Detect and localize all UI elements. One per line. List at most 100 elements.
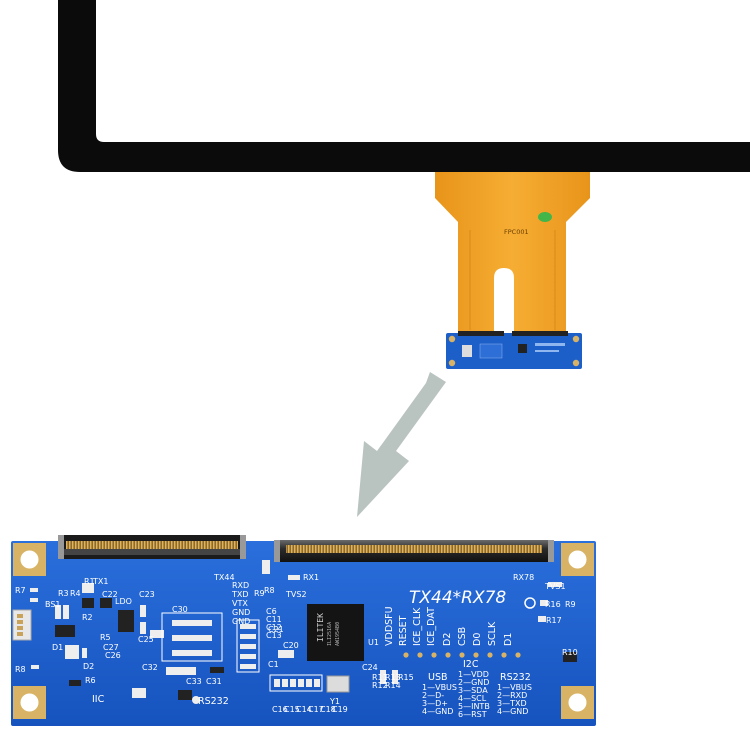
pin-label-vddsfu: VDDSFU (384, 606, 395, 646)
ref-label: C22 (102, 590, 118, 599)
rs232-pin: 2—RXD (497, 691, 527, 700)
mounting-hole (13, 543, 46, 576)
ref-label: R16 (545, 600, 561, 609)
ref-label: R1 (84, 577, 95, 586)
mounting-hole (13, 686, 46, 719)
i2c-pin: 6—RST (458, 710, 487, 719)
ref-label: C33 (186, 677, 202, 686)
ref-label: C11 (266, 615, 282, 624)
ref-label: C32 (142, 663, 158, 672)
pin-label-reset: RESET (398, 615, 409, 646)
ref-label: C19 (332, 705, 348, 714)
controller-ic: ILITEK ILI2516A AW1954B0 (307, 604, 364, 661)
i2c-pin: 1—VDD (458, 670, 489, 679)
usb-pin: 4—GND (422, 707, 453, 716)
ref-label: R6 (85, 676, 96, 685)
i2c-pin: 4—SCL (458, 694, 487, 703)
usb-pin: 3—D+ (422, 699, 448, 708)
ref-label: C1 (268, 660, 279, 669)
mounting-hole (561, 686, 594, 719)
ref-label: BS1 (45, 600, 61, 609)
small-controller-board (446, 331, 582, 369)
rx-fpc-connector (274, 540, 554, 562)
pin-label-ice-clk: ICE_CLK (412, 607, 423, 646)
ref-label: R5 (100, 633, 111, 642)
rs232-pin: 4—GND (497, 707, 528, 716)
ref-label: TXD (231, 590, 249, 599)
smd-components (30, 560, 577, 704)
crystal-y1 (326, 675, 350, 693)
ref-label: C16 (272, 705, 288, 714)
fpc-label: FPC001 (504, 228, 529, 236)
ref-label: RXD (232, 581, 249, 590)
tvs1-label: TVS1 (544, 582, 566, 591)
pin-label-d2: D2 (442, 633, 453, 646)
controller-pcb: ILITEK ILI2516A AW1954B0 (11, 535, 596, 726)
usb-pin: 1—VBUS (422, 683, 457, 692)
ic-code-2: AW1954B0 (335, 622, 341, 646)
rx-connector-end: RX78 (513, 573, 534, 582)
ref-label: C31 (206, 677, 222, 686)
ref-label: R4 (70, 589, 81, 598)
left-4pin-connector (12, 609, 32, 641)
mounting-hole (561, 543, 594, 576)
i2c-pin: 3—SDA (458, 686, 488, 695)
tx-connector-end: TX44 (213, 573, 235, 582)
ref-label: R10 (562, 648, 578, 657)
pin-label-d1: D1 (503, 633, 514, 646)
ref-label: R13 (385, 673, 401, 682)
board-title: TX44*RX78 (409, 588, 506, 608)
ref-label: C21 (268, 625, 284, 634)
ref-label: C18 (320, 705, 336, 714)
ref-label: C26 (105, 651, 121, 660)
ref-label: R2 (82, 613, 93, 622)
pin-label-d0: D0 (472, 633, 483, 646)
ref-label: GND (232, 608, 250, 617)
iic-label: IIC (92, 694, 105, 705)
ref-label: D2 (83, 662, 94, 671)
direction-arrow (357, 372, 446, 517)
ref-label: U1 (368, 638, 379, 647)
tx-connector-label: TX1 (92, 577, 108, 586)
usb-title: USB (428, 672, 448, 683)
ref-label: R14 (385, 681, 401, 690)
tvs2-label: TVS2 (285, 590, 307, 599)
ref-label: D1 (52, 643, 63, 652)
ref-label: R8 (15, 665, 26, 674)
rs232-pin: 1—VBUS (497, 683, 532, 692)
test-pads (403, 652, 521, 658)
ref-label: R3 (58, 589, 69, 598)
ref-label: C15 (284, 705, 300, 714)
ref-label: C13 (266, 631, 282, 640)
ref-label: C12 (266, 623, 282, 632)
fpc-flex-cable: FPC001 (435, 172, 590, 335)
ref-label: R12 (372, 681, 388, 690)
rx-connector-label: RX1 (303, 573, 319, 582)
ref-label: C20 (283, 641, 299, 650)
pin-label-csb: CSB (457, 627, 468, 646)
i2c-pin: 2—GND (458, 678, 489, 687)
ref-label: R9 (565, 600, 576, 609)
usb-pin: 2—D- (422, 691, 444, 700)
ic-code-1: ILI2516A (327, 622, 333, 646)
ref-label: C23 (139, 590, 155, 599)
i2c-title: I2C (463, 659, 479, 670)
tx-fpc-connector (58, 535, 246, 559)
ref-label: LDO (115, 597, 132, 606)
pin-label-sclk: SCLK (487, 621, 498, 646)
ref-label: R15 (398, 673, 414, 682)
ref-label: C17 (308, 705, 324, 714)
ref-label: C24 (362, 663, 378, 672)
rs232-bottom-label: RS232 (198, 696, 229, 707)
ref-label: C6 (266, 607, 277, 616)
ref-label: R17 (546, 616, 562, 625)
rs232-title: RS232 (500, 672, 531, 683)
ic-brand-label: ILITEK (316, 613, 325, 642)
ref-label: C27 (103, 643, 119, 652)
ref-label: Y1 (329, 697, 340, 706)
i2c-pin: 5—INTB (458, 702, 490, 711)
ref-label: C25 (138, 635, 154, 644)
ref-label: R11 (372, 673, 388, 682)
rs232-pin: 3—TXD (497, 699, 527, 708)
